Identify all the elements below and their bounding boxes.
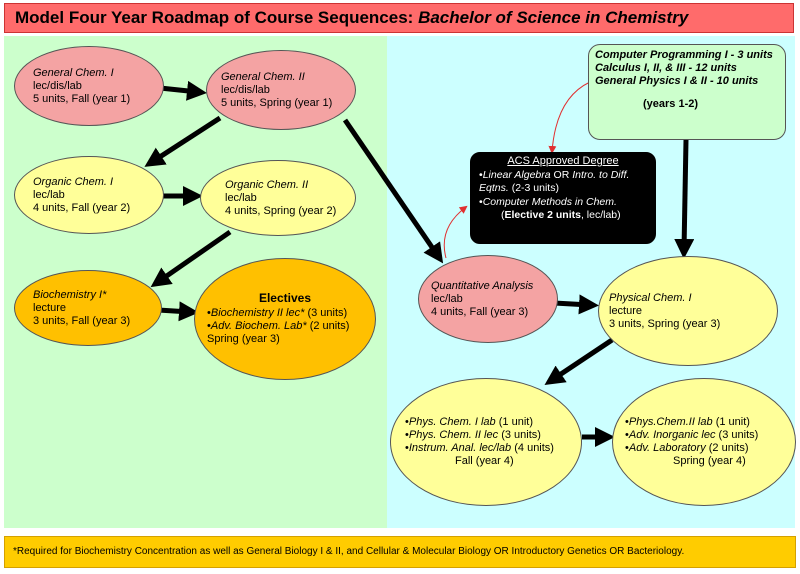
electives-term: Spring (year 3) bbox=[207, 333, 280, 345]
pchem-1-name: Physical Chem. I bbox=[609, 291, 692, 304]
page-title: Model Four Year Roadmap of Course Sequen… bbox=[4, 3, 794, 33]
org-chem-2-name: Organic Chem. II bbox=[225, 178, 309, 191]
node-quantitative-analysis: Quantitative Analysis lec/lab 4 units, F… bbox=[418, 255, 558, 343]
gen-chem-2-name: General Chem. II bbox=[221, 70, 305, 83]
node-general-chem-1: General Chem. I lec/dis/lab 5 units, Fal… bbox=[14, 46, 164, 126]
prereqs-line-3: General Physics I & II - 10 units bbox=[595, 75, 759, 87]
fall4-item-2: Phys. Chem. II lec (3 units) bbox=[405, 429, 581, 442]
electives-heading: Electives bbox=[258, 291, 312, 305]
org-chem-2-type: lec/lab bbox=[225, 191, 257, 204]
electives-item-2: Adv. Biochem. Lab* (2 units) bbox=[207, 320, 375, 333]
acs-item-2-detail: (Elective 2 units, lec/lab) bbox=[501, 209, 621, 221]
biochem-1-units: 3 units, Fall (year 3) bbox=[33, 314, 131, 327]
gen-chem-1-type: lec/dis/lab bbox=[33, 79, 82, 92]
biochem-1-name: Biochemistry I* bbox=[33, 288, 107, 301]
spring4-item-3: Adv. Laboratory (2 units) bbox=[625, 442, 795, 455]
prereqs-years: (years 1-2) bbox=[643, 98, 699, 110]
node-spring-year-4: Phys.Chem.II lab (1 unit) Adv. Inorganic… bbox=[612, 378, 796, 506]
gen-chem-1-name: General Chem. I bbox=[33, 66, 114, 79]
node-prereqs: Computer Programming I - 3 units Calculu… bbox=[588, 44, 786, 140]
pchem-1-units: 3 units, Spring (year 3) bbox=[609, 317, 721, 330]
quant-name: Quantitative Analysis bbox=[431, 279, 534, 292]
prereqs-line-2: Calculus I, II, & III - 12 units bbox=[595, 62, 737, 74]
org-chem-1-units: 4 units, Fall (year 2) bbox=[33, 201, 131, 214]
node-organic-chem-1: Organic Chem. I lec/lab 4 units, Fall (y… bbox=[14, 156, 164, 234]
node-physical-chem-1: Physical Chem. I lecture 3 units, Spring… bbox=[598, 256, 778, 366]
biochem-1-type: lecture bbox=[33, 301, 67, 314]
quant-units: 4 units, Fall (year 3) bbox=[431, 305, 529, 318]
acs-item-2: Computer Methods in Chem. bbox=[479, 196, 647, 210]
node-general-chem-2: General Chem. II lec/dis/lab 5 units, Sp… bbox=[206, 50, 356, 130]
node-fall-year-4: Phys. Chem. I lab (1 unit) Phys. Chem. I… bbox=[390, 378, 582, 506]
gen-chem-2-type: lec/dis/lab bbox=[221, 83, 270, 96]
org-chem-2-units: 4 units, Spring (year 2) bbox=[225, 204, 337, 217]
pchem-1-type: lecture bbox=[609, 304, 643, 317]
electives-item-1: Biochemistry II lec* (3 units) bbox=[207, 307, 375, 320]
spring4-item-1: Phys.Chem.II lab (1 unit) bbox=[625, 416, 795, 429]
footer-note: *Required for Biochemistry Concentration… bbox=[4, 536, 796, 568]
acs-item-1: Linear Algebra OR Intro. to Diff. Eqtns.… bbox=[479, 169, 647, 196]
spring4-item-2: Adv. Inorganic lec (3 units) bbox=[625, 429, 795, 442]
prereqs-line-1: Computer Programming I - 3 units bbox=[595, 49, 773, 61]
fall4-term: Fall (year 4) bbox=[455, 455, 514, 467]
node-organic-chem-2: Organic Chem. II lec/lab 4 units, Spring… bbox=[200, 160, 356, 236]
node-electives: Electives Biochemistry II lec* (3 units)… bbox=[194, 258, 376, 380]
acs-heading: ACS Approved Degree bbox=[507, 155, 619, 167]
spring4-term: Spring (year 4) bbox=[673, 455, 746, 467]
title-degree: Bachelor of Science in Chemistry bbox=[418, 8, 689, 27]
title-main: Model Four Year Roadmap of Course Sequen… bbox=[15, 8, 414, 27]
org-chem-1-name: Organic Chem. I bbox=[33, 175, 114, 188]
fall4-item-3: Instrum. Anal. lec/lab (4 units) bbox=[405, 442, 581, 455]
node-acs-degree: ACS Approved Degree Linear Algebra OR In… bbox=[470, 152, 656, 244]
node-biochemistry-1: Biochemistry I* lecture 3 units, Fall (y… bbox=[14, 270, 162, 346]
fall4-item-1: Phys. Chem. I lab (1 unit) bbox=[405, 416, 581, 429]
org-chem-1-type: lec/lab bbox=[33, 188, 65, 201]
quant-type: lec/lab bbox=[431, 292, 463, 305]
gen-chem-2-units: 5 units, Spring (year 1) bbox=[221, 96, 333, 109]
gen-chem-1-units: 5 units, Fall (year 1) bbox=[33, 92, 131, 105]
